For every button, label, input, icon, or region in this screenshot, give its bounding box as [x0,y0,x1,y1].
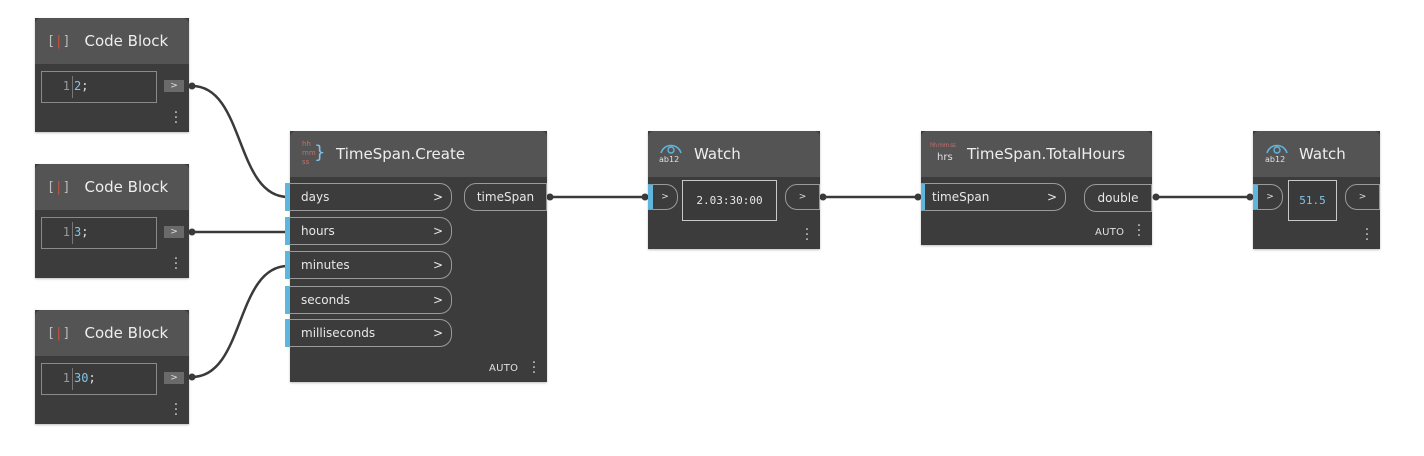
input-port-milliseconds[interactable]: milliseconds> [285,319,452,347]
node-header[interactable]: [|] Code Block [35,18,189,64]
input-port-seconds[interactable]: seconds> [285,286,452,314]
code-block-node-3[interactable]: [|] Code Block 1 30; > ··· [35,310,189,424]
node-title: Code Block [84,32,169,50]
node-menu-dots-icon[interactable]: ··· [1364,222,1370,248]
watch-node-2[interactable]: ab12 Watch > 51.5 > ··· [1253,131,1380,249]
timespan-totalhours-node[interactable]: hh mm ss hrs TimeSpan.TotalHours timeSpa… [921,131,1152,245]
output-port-arrow[interactable]: > [164,372,184,384]
lacing-auto-label[interactable]: AUTO [489,363,519,374]
line-number: 1 [62,79,70,93]
node-menu-dots-icon[interactable]: ··· [173,397,179,423]
timespan-create-node[interactable]: hh mm ss } TimeSpan.Create days> hours> … [285,131,547,382]
timespan-icon: hh mm ss } [302,140,326,166]
code-text: 3; [74,225,88,239]
line-divider [72,222,73,244]
node-menu-dots-icon[interactable]: ··· [173,251,179,277]
output-port-arrow[interactable]: > [164,80,184,92]
chevron-right-icon: > [432,190,443,204]
input-port-minutes[interactable]: minutes> [285,251,452,279]
code-block-icon: [|] [47,33,71,49]
line-number: 1 [62,225,70,239]
code-editor[interactable]: 1 3; [41,217,157,249]
node-title: Code Block [84,178,169,196]
code-text: 30; [74,371,96,385]
code-value: 3 [74,225,82,239]
input-port-days[interactable]: days> [285,183,452,211]
output-port[interactable]: > [785,184,820,210]
node-title: TimeSpan.TotalHours [967,145,1126,163]
watch-node-1[interactable]: ab12 Watch > 2.03:30:00 > ··· [648,131,820,249]
node-header[interactable]: hh mm ss hrs TimeSpan.TotalHours [921,131,1152,177]
code-value: 2 [74,79,82,93]
node-title: Code Block [84,324,169,342]
chevron-right-icon: > [432,293,443,307]
line-number: 1 [62,371,70,385]
code-text: 2; [74,79,88,93]
input-port[interactable]: > [648,184,678,210]
node-menu-dots-icon[interactable]: ··· [804,222,810,248]
node-menu-dots-icon[interactable]: ··· [531,355,537,381]
node-menu-dots-icon[interactable]: ··· [1136,218,1142,244]
code-block-icon: [|] [47,325,71,341]
node-title: Watch [1299,145,1346,163]
code-terminator: ; [88,371,96,385]
node-header[interactable]: [|] Code Block [35,310,189,356]
input-port[interactable]: > [1253,184,1283,210]
node-menu-dots-icon[interactable]: ··· [173,105,179,131]
code-editor[interactable]: 1 2; [41,71,157,103]
wire-days [191,84,289,199]
wire-minutes [191,264,289,379]
node-header[interactable]: ab12 Watch [648,131,820,177]
output-port-arrow[interactable]: > [164,226,184,238]
node-title: TimeSpan.Create [336,145,466,163]
chevron-right-icon: > [432,224,443,238]
input-port-hours[interactable]: hours> [285,217,452,245]
code-block-node-1[interactable]: [|] Code Block 1 2; > ··· [35,18,189,132]
output-port-timespan[interactable]: timeSpan [464,183,547,211]
input-port-timespan[interactable]: timeSpan> [921,183,1066,211]
chevron-right-icon: > [432,326,443,340]
watch-value-display: 2.03:30:00 [682,180,777,221]
line-divider [72,368,73,390]
watch-icon: ab12 [1265,141,1289,169]
code-value: 30 [74,371,89,385]
watch-value-display: 51.5 [1288,180,1337,221]
code-editor[interactable]: 1 30; [41,363,157,395]
node-header[interactable]: [|] Code Block [35,164,189,210]
line-divider [72,76,73,98]
node-title: Watch [694,145,741,163]
chevron-right-icon: > [432,258,443,272]
output-port-double[interactable]: double [1084,184,1152,212]
lacing-auto-label[interactable]: AUTO [1095,227,1125,238]
code-block-node-2[interactable]: [|] Code Block 1 3; > ··· [35,164,189,278]
code-terminator: ; [81,79,89,93]
node-header[interactable]: ab12 Watch [1253,131,1380,177]
node-header[interactable]: hh mm ss } TimeSpan.Create [290,131,547,177]
code-terminator: ; [81,225,89,239]
watch-icon: ab12 [659,141,683,169]
output-port[interactable]: > [1345,184,1380,210]
totalhours-icon: hh mm ss hrs [930,142,956,163]
code-block-icon: [|] [47,179,71,195]
chevron-right-icon: > [1046,190,1057,204]
